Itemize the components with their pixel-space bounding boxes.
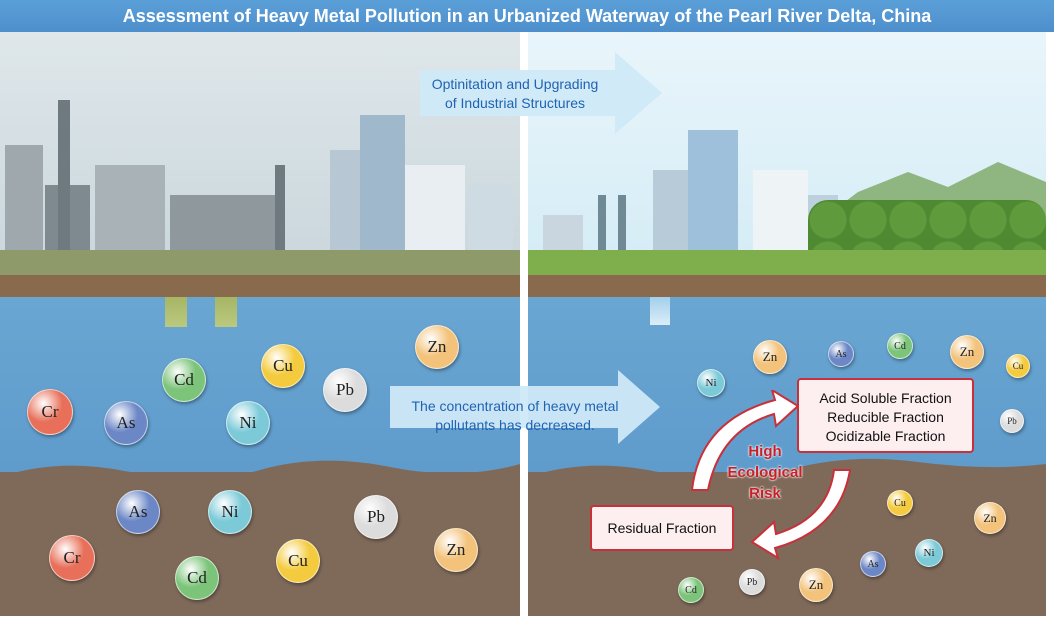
decrease-arrow-text: The concentration of heavy metal polluta… — [390, 397, 640, 435]
chimney — [618, 195, 626, 255]
upgrade-arrow — [420, 52, 662, 134]
grass — [528, 250, 1046, 276]
building — [405, 165, 465, 255]
metal-cu-ball: Cu — [261, 344, 305, 388]
metal-zn-ball: Zn — [974, 502, 1006, 534]
building — [360, 115, 405, 255]
building — [753, 170, 808, 255]
metal-cd-ball: Cd — [678, 577, 704, 603]
residual-fraction-box: Residual Fraction — [590, 505, 734, 551]
metal-pb-ball: Pb — [1000, 409, 1024, 433]
river-bank — [528, 275, 1046, 297]
metal-pb-ball: Pb — [739, 569, 765, 595]
risk-line3: Risk — [749, 485, 781, 502]
chimney — [275, 165, 285, 255]
upgrade-text-line2: of Industrial Structures — [444, 95, 586, 111]
metal-as-ball: As — [828, 341, 854, 367]
reducible-fraction: Reducible Fraction — [827, 409, 944, 425]
risk-line1: High — [748, 443, 782, 460]
building — [688, 130, 738, 255]
metal-cd-ball: Cd — [887, 333, 913, 359]
metal-as-ball: As — [104, 401, 148, 445]
risk-line2: Ecological — [727, 464, 803, 481]
decrease-arrow — [390, 370, 660, 444]
decrease-text-line1: The concentration of heavy metal — [411, 398, 619, 414]
building — [5, 145, 43, 255]
building — [95, 165, 165, 255]
chimney — [598, 195, 606, 255]
factory — [170, 195, 280, 255]
oxidizable-fraction: Ocidizable Fraction — [825, 428, 946, 444]
panel-divider — [520, 32, 528, 620]
metal-zn-ball: Zn — [434, 528, 478, 572]
metal-zn-ball: Zn — [950, 335, 984, 369]
metal-as-ball: As — [860, 551, 886, 577]
metal-ni-ball: Ni — [226, 401, 270, 445]
metal-ni-ball: Ni — [915, 539, 943, 567]
sky — [528, 32, 1046, 276]
metal-cd-ball: Cd — [175, 556, 219, 600]
page-title: Assessment of Heavy Metal Pollution in a… — [0, 0, 1054, 32]
river-bank — [0, 275, 520, 297]
metal-zn-ball: Zn — [799, 568, 833, 602]
grass — [0, 250, 520, 276]
decrease-text-line2: pollutants has decreased. — [435, 417, 595, 433]
metal-cd-ball: Cd — [162, 358, 206, 402]
metal-cu-ball: Cu — [1006, 354, 1030, 378]
metal-zn-ball: Zn — [415, 325, 459, 369]
metal-ni-ball: Ni — [208, 490, 252, 534]
metal-ni-ball: Ni — [697, 369, 725, 397]
trees — [808, 200, 1046, 255]
sediment-edge — [528, 458, 1046, 492]
clean-discharge — [650, 297, 670, 325]
metal-as-ball: As — [116, 490, 160, 534]
sediment — [0, 460, 520, 616]
polluted-discharge — [215, 297, 237, 327]
building — [468, 185, 513, 255]
metal-cu-ball: Cu — [276, 539, 320, 583]
mobile-fractions-box: Acid Soluble Fraction Reducible Fraction… — [797, 378, 974, 453]
metal-cr-ball: Cr — [49, 535, 95, 581]
metal-cu-ball: Cu — [887, 490, 913, 516]
upgrade-arrow-text: Optinitation and Upgrading of Industrial… — [400, 75, 630, 113]
chimney — [58, 100, 70, 255]
metal-pb-ball: Pb — [354, 495, 398, 539]
building — [653, 170, 693, 255]
acid-soluble-fraction: Acid Soluble Fraction — [819, 390, 952, 406]
polluted-discharge — [165, 297, 187, 327]
building — [543, 215, 583, 255]
risk-label: High Ecological Risk — [715, 441, 815, 504]
sediment-edge — [0, 460, 520, 492]
metal-cr-ball: Cr — [27, 389, 73, 435]
metal-zn-ball: Zn — [753, 340, 787, 374]
metal-pb-ball: Pb — [323, 368, 367, 412]
upgrade-text-line1: Optinitation and Upgrading — [431, 76, 599, 92]
